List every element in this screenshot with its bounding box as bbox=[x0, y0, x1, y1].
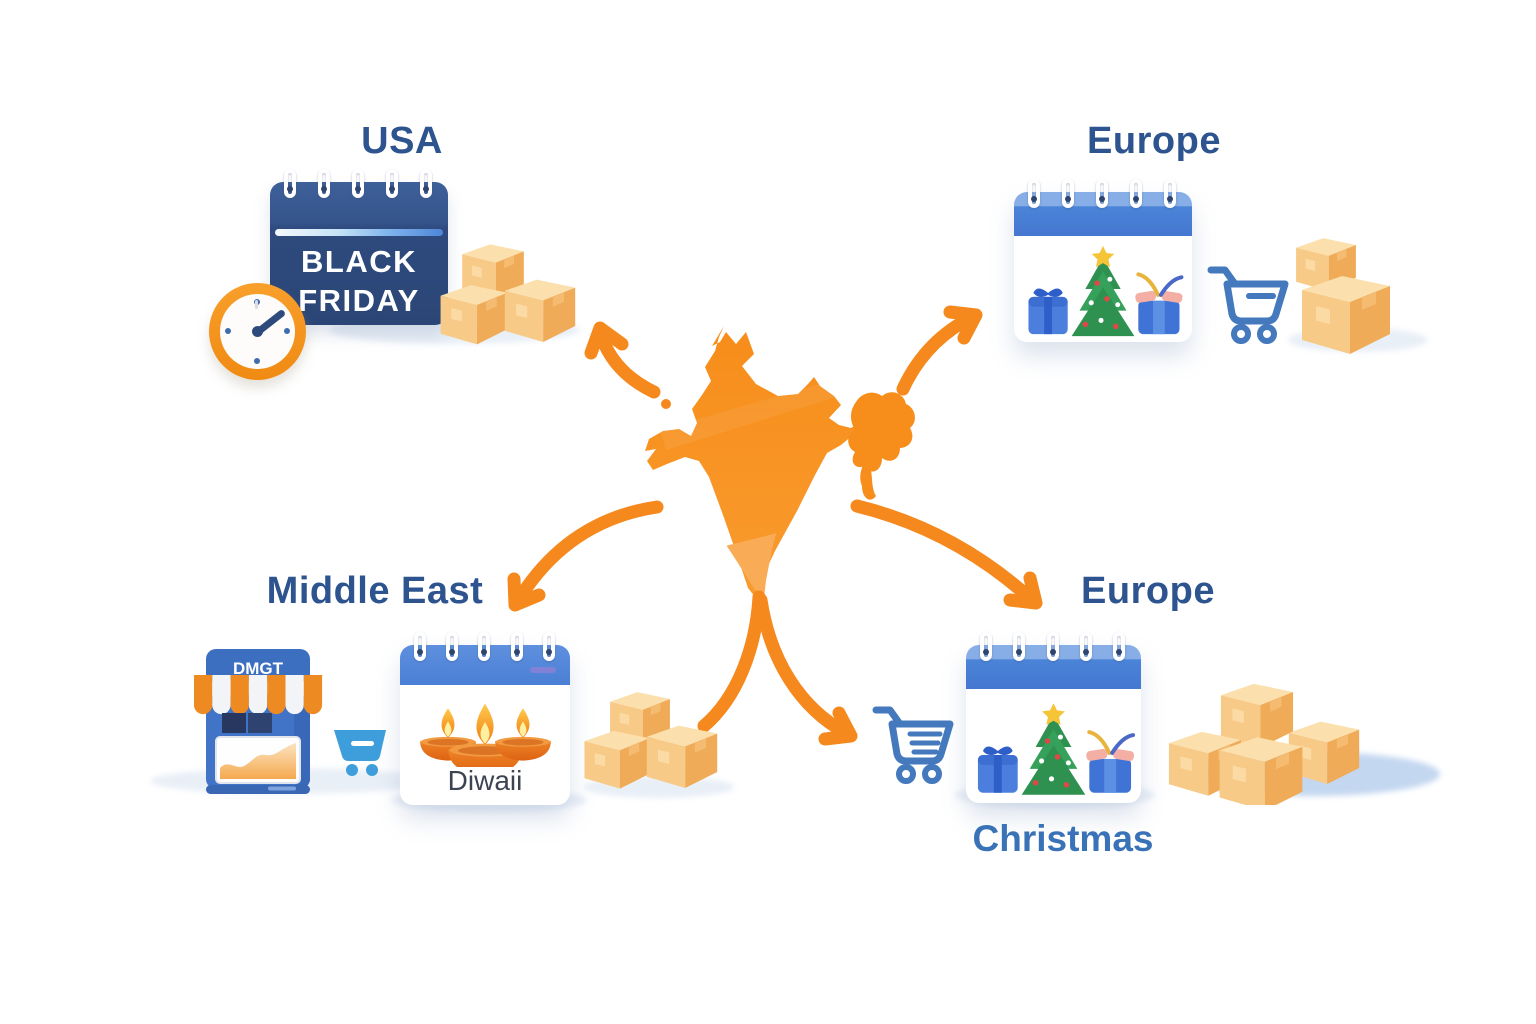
flow-arrows bbox=[507, 305, 1043, 746]
center-package-boxes-icon bbox=[584, 692, 718, 789]
spiral-ring-icon bbox=[318, 169, 331, 198]
diya-lamps bbox=[420, 703, 551, 767]
spiral-ring-icon bbox=[510, 632, 523, 661]
store-sign bbox=[206, 649, 310, 681]
christmas-scene bbox=[977, 703, 1136, 795]
arrow-split-down bbox=[697, 590, 858, 746]
europe-top-package-boxes-icon bbox=[1296, 238, 1390, 354]
calendar-divider-stripe bbox=[275, 229, 443, 236]
spiral-ring-icon bbox=[1046, 632, 1059, 661]
region-label-europe-top: Europe bbox=[1087, 120, 1221, 162]
spiral-ring-icon bbox=[1062, 179, 1075, 208]
spiral-ring-icon bbox=[1163, 179, 1176, 208]
storefront-icon: DMGT bbox=[193, 649, 323, 794]
black-friday-text: BLACK FRIDAY bbox=[298, 244, 420, 318]
arrow-to-europe-bottom bbox=[850, 499, 1043, 610]
spiral-ring-icon bbox=[1079, 632, 1092, 661]
shopping-cart-icon-top bbox=[1207, 266, 1289, 344]
black-friday-calendar-icon: BLACK FRIDAY bbox=[270, 169, 448, 325]
spiral-ring-icon bbox=[413, 632, 426, 661]
shopping-cart-icon-bottom bbox=[872, 706, 954, 784]
holiday-label-christmas: Christmas bbox=[972, 818, 1154, 859]
tree-star bbox=[1042, 703, 1065, 725]
spiral-ring-icon bbox=[1113, 632, 1125, 661]
diya-lamp bbox=[495, 708, 551, 761]
spiral-ring-icon bbox=[1095, 179, 1108, 208]
region-label-europe-bottom: Europe bbox=[1081, 570, 1215, 612]
spiral-ring-icon bbox=[542, 632, 555, 661]
arrow-to-europe-top bbox=[896, 305, 983, 396]
christmas-scene bbox=[1028, 245, 1184, 337]
gift-bow bbox=[1033, 288, 1063, 297]
spiral-ring-icon bbox=[445, 632, 458, 661]
diwali-calendar-icon: Diwaii bbox=[400, 632, 570, 805]
store-sign-text: DMGT bbox=[233, 659, 284, 678]
christmas-calendar-icon-top bbox=[1014, 179, 1192, 342]
usa-package-boxes-icon bbox=[440, 244, 576, 345]
spiral-ring-icon bbox=[385, 169, 398, 198]
window-chart bbox=[220, 743, 296, 779]
spiral-ring-icon bbox=[1013, 632, 1026, 661]
diwali-caption: Diwaii bbox=[447, 765, 523, 796]
tree-star bbox=[1091, 245, 1115, 268]
store-awning bbox=[193, 675, 323, 715]
christmas-calendar-icon-bottom bbox=[966, 632, 1141, 803]
india-map-northeast bbox=[848, 392, 915, 472]
spiral-ring-icon bbox=[980, 632, 992, 661]
wall-clock-icon bbox=[209, 283, 306, 380]
india-map bbox=[643, 326, 915, 624]
header-chip bbox=[530, 667, 556, 673]
spiral-ring-icon bbox=[1028, 179, 1041, 208]
shopping-cart-icon-small bbox=[334, 730, 386, 776]
region-label-middle-east: Middle East bbox=[266, 570, 484, 612]
spiral-ring-icon bbox=[1129, 179, 1142, 208]
spiral-ring-icon bbox=[284, 169, 297, 198]
clock-center-pin bbox=[252, 326, 263, 337]
arrow-to-usa bbox=[584, 321, 671, 409]
spiral-ring-icon bbox=[351, 169, 364, 198]
spiral-ring-icon bbox=[478, 632, 491, 661]
spiral-ring-icon bbox=[419, 169, 432, 198]
clock-tick bbox=[255, 300, 258, 309]
arrow-to-middle-east bbox=[507, 500, 664, 612]
europe-bottom-package-boxes-icon bbox=[1168, 683, 1360, 805]
region-label-usa: USA bbox=[361, 120, 443, 162]
gift-bow bbox=[982, 746, 1013, 756]
